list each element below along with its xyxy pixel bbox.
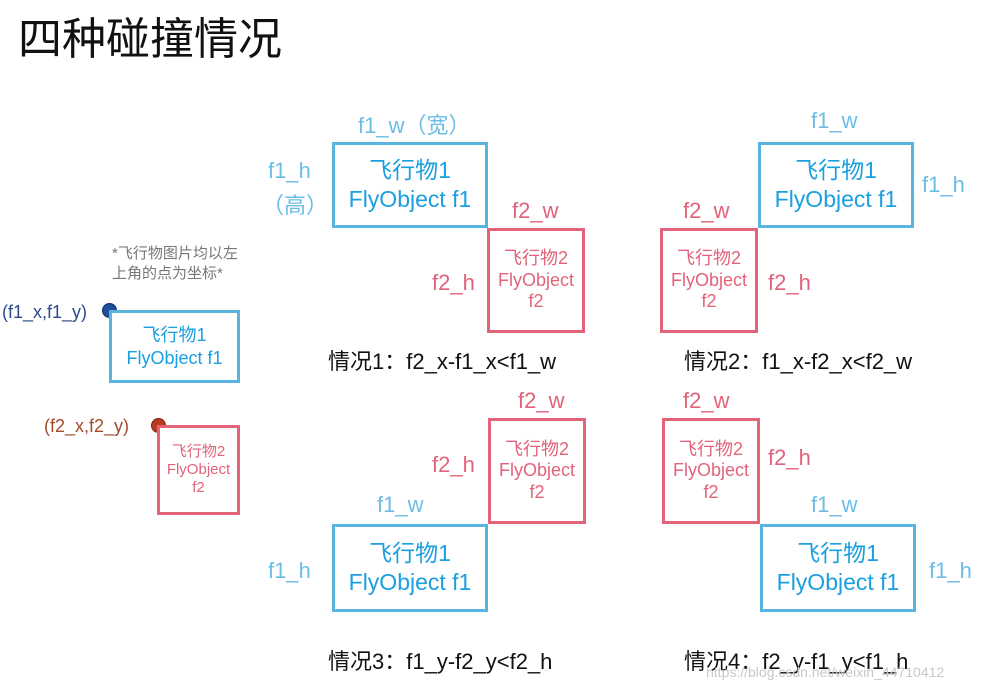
f2-coordinate-label: (f2_x,f2_y) [44,416,130,436]
case2-f1-box: 飞行物1 FlyObject f1 [758,142,914,228]
f1-object: FlyObject f1 [126,347,223,368]
case3-formula: 情况3：f1_y-f2_y<f2_h [328,649,553,674]
f2-name: 飞行物2 [676,248,741,269]
f2-object: FlyObject [497,269,575,290]
case3-f1-height-label: f1_h [268,558,311,583]
f2-object-id: f2 [703,481,719,502]
f2-object: FlyObject [672,460,750,481]
case2-f2-width-label: f2_w [683,198,730,223]
case2-formula: 情况2：f1_x-f2_x<f2_w [684,349,913,374]
f1-name: 飞行物1 [142,325,207,345]
case4-f2-box: 飞行物2 FlyObject f2 [662,418,760,524]
f2-object-id: f2 [529,481,545,502]
f2-object: FlyObject [498,460,576,481]
f2-object: FlyObject [670,269,748,290]
case3-f1-width-label: f1_w [377,492,424,517]
case1-f2-box: 飞行物2 FlyObject f2 [487,228,585,333]
f1-name: 飞行物1 [795,157,877,184]
case1-f1-box: 飞行物1 FlyObject f1 [332,142,488,228]
case4-f1-height-label: f1_h [929,558,972,583]
f2-object-id: f2 [528,291,544,312]
page-title: 四种碰撞情况 [18,15,282,64]
f2-name: 飞行物2 [504,438,569,459]
case2-f2-height-label: f2_h [768,270,811,295]
case1-f1-width-label: f1_w（宽） [358,113,471,138]
case1-f1-height-note: （高） [262,193,329,218]
coordinate-note-line1: *飞行物图片均以左 [112,245,238,262]
f1-object: FlyObject f1 [776,569,900,595]
legend-f2-box: 飞行物2 FlyObject f2 [157,425,240,515]
f1-object: FlyObject f1 [774,186,898,212]
case3-f2-width-label: f2_w [518,388,565,413]
f2-name: 飞行物2 [678,438,743,459]
case2-f1-width-label: f1_w [811,108,858,133]
case2-f1-height-label: f1_h [922,172,965,197]
case3-f2-box: 飞行物2 FlyObject f2 [488,418,586,524]
coordinate-note-line2: 上角的点为坐标* [112,265,223,283]
f1-coordinate-label: (f1_x,f1_y) [2,302,88,322]
case4-f2-width-label: f2_w [683,388,730,413]
case4-f1-box: 飞行物1 FlyObject f1 [760,524,916,612]
legend-f1-box: 飞行物1 FlyObject f1 [109,310,240,383]
f1-name: 飞行物1 [797,540,879,567]
case1-f2-width-label: f2_w [512,198,559,223]
f1-name: 飞行物1 [369,540,451,567]
f2-object-id: f2 [192,479,205,496]
case4-f2-height-label: f2_h [768,445,811,470]
watermark: https://blog.csdn.net/weixin_44710412 [706,664,945,680]
coordinate-note: *飞行物图片均以左 上角的点为坐标* [112,244,238,285]
case4-formula: 情况4：f2_y-f1_y<f1_h [684,649,909,674]
case4-f1-width-label: f1_w [811,492,858,517]
case3-f2-height-label: f2_h [432,452,475,477]
f2-name: 飞行物2 [503,248,568,269]
case1-formula: 情况1：f2_x-f1_x<f1_w [328,349,557,374]
case1-f2-height-label: f2_h [432,270,475,295]
f1-name: 飞行物1 [369,157,451,184]
f2-object-id: f2 [701,291,717,312]
case2-f2-box: 飞行物2 FlyObject f2 [660,228,758,333]
case1-f1-height-label: f1_h [268,158,311,183]
f2-object: FlyObject [166,461,231,478]
f1-object: FlyObject f1 [348,186,472,212]
f1-object: FlyObject f1 [348,569,472,595]
f2-name: 飞行物2 [171,443,226,460]
case3-f1-box: 飞行物1 FlyObject f1 [332,524,488,612]
